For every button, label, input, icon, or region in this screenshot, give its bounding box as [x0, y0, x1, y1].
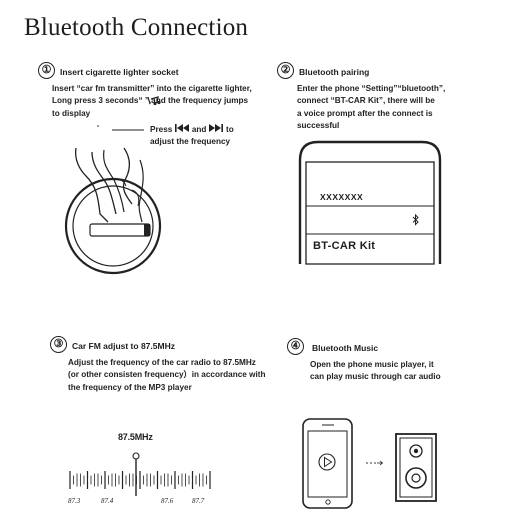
step-1-text: Insert “car fm transmitter” into the cig…	[52, 83, 252, 120]
play-icon	[318, 453, 336, 471]
step-2-title: Bluetooth pairing	[299, 67, 370, 77]
tick-label-1: 87.3	[68, 497, 81, 505]
callout-line-2: adjust the frequency	[150, 137, 231, 147]
step-2-text: Enter the phone “Setting”“bluetooth”, co…	[297, 83, 445, 132]
step-4-number: ④	[287, 338, 304, 355]
callout-line-1: Press and to	[150, 124, 234, 136]
step-2-number: ②	[277, 62, 294, 79]
tick-label-3: 87.6	[161, 497, 174, 505]
step-3-number: ③	[50, 336, 67, 353]
page-title: Bluetooth Connection	[24, 14, 249, 41]
phone-device-text: XXXXXXX	[320, 192, 364, 202]
step-1-number: ①	[38, 62, 55, 79]
bluetooth-icon	[412, 213, 419, 226]
step-3-line-2: (or other consisten frequency）in accorda…	[68, 370, 266, 380]
step-2-line-2: connect “BT-CAR Kit”, there will be	[297, 96, 435, 106]
phone-bt-name: BT-CAR Kit	[313, 240, 376, 252]
speaker-icon	[395, 433, 437, 502]
tick-label-4: 87.7	[192, 497, 205, 505]
step-2-line-1: Enter the phone “Setting”“bluetooth”,	[297, 84, 446, 93]
frequency-readout: 87.5MHz	[118, 432, 153, 442]
next-track-icon	[208, 124, 224, 136]
step-3-line-1: Adjust the frequency of the car radio to…	[68, 358, 256, 367]
tick-label-2: 87.4	[101, 497, 114, 505]
step-3-title: Car FM adjust to 87.5MHz	[72, 341, 175, 351]
step-1-line-2: Long press 3 seconds“ ”,and the frequenc…	[52, 96, 249, 106]
step-4-title: Bluetooth Music	[312, 343, 379, 353]
step-2-line-4: successful	[297, 120, 340, 130]
step-4-text: Open the phone music player, it can play…	[310, 359, 441, 384]
step-1-line-1: Insert “car fm transmitter” into the cig…	[52, 84, 252, 93]
step-4-line-1: Open the phone music player, it	[310, 360, 434, 369]
music-note-icon	[147, 96, 161, 106]
signal-arrow	[366, 460, 384, 466]
step-4-line-2: can play music through car audio	[310, 372, 441, 382]
prev-track-icon	[174, 124, 190, 136]
step-2-line-3: a voice prompt after the connect is	[297, 108, 433, 118]
step-1-line-3: to display	[52, 108, 91, 118]
step-1-title: Insert cigarette lighter socket	[60, 67, 179, 77]
step-3-line-3: the frequency of the MP3 player	[68, 382, 192, 392]
step-3-text: Adjust the frequency of the car radio to…	[68, 357, 265, 394]
step-1-callout: Press and to adjust the frequency	[150, 124, 234, 149]
